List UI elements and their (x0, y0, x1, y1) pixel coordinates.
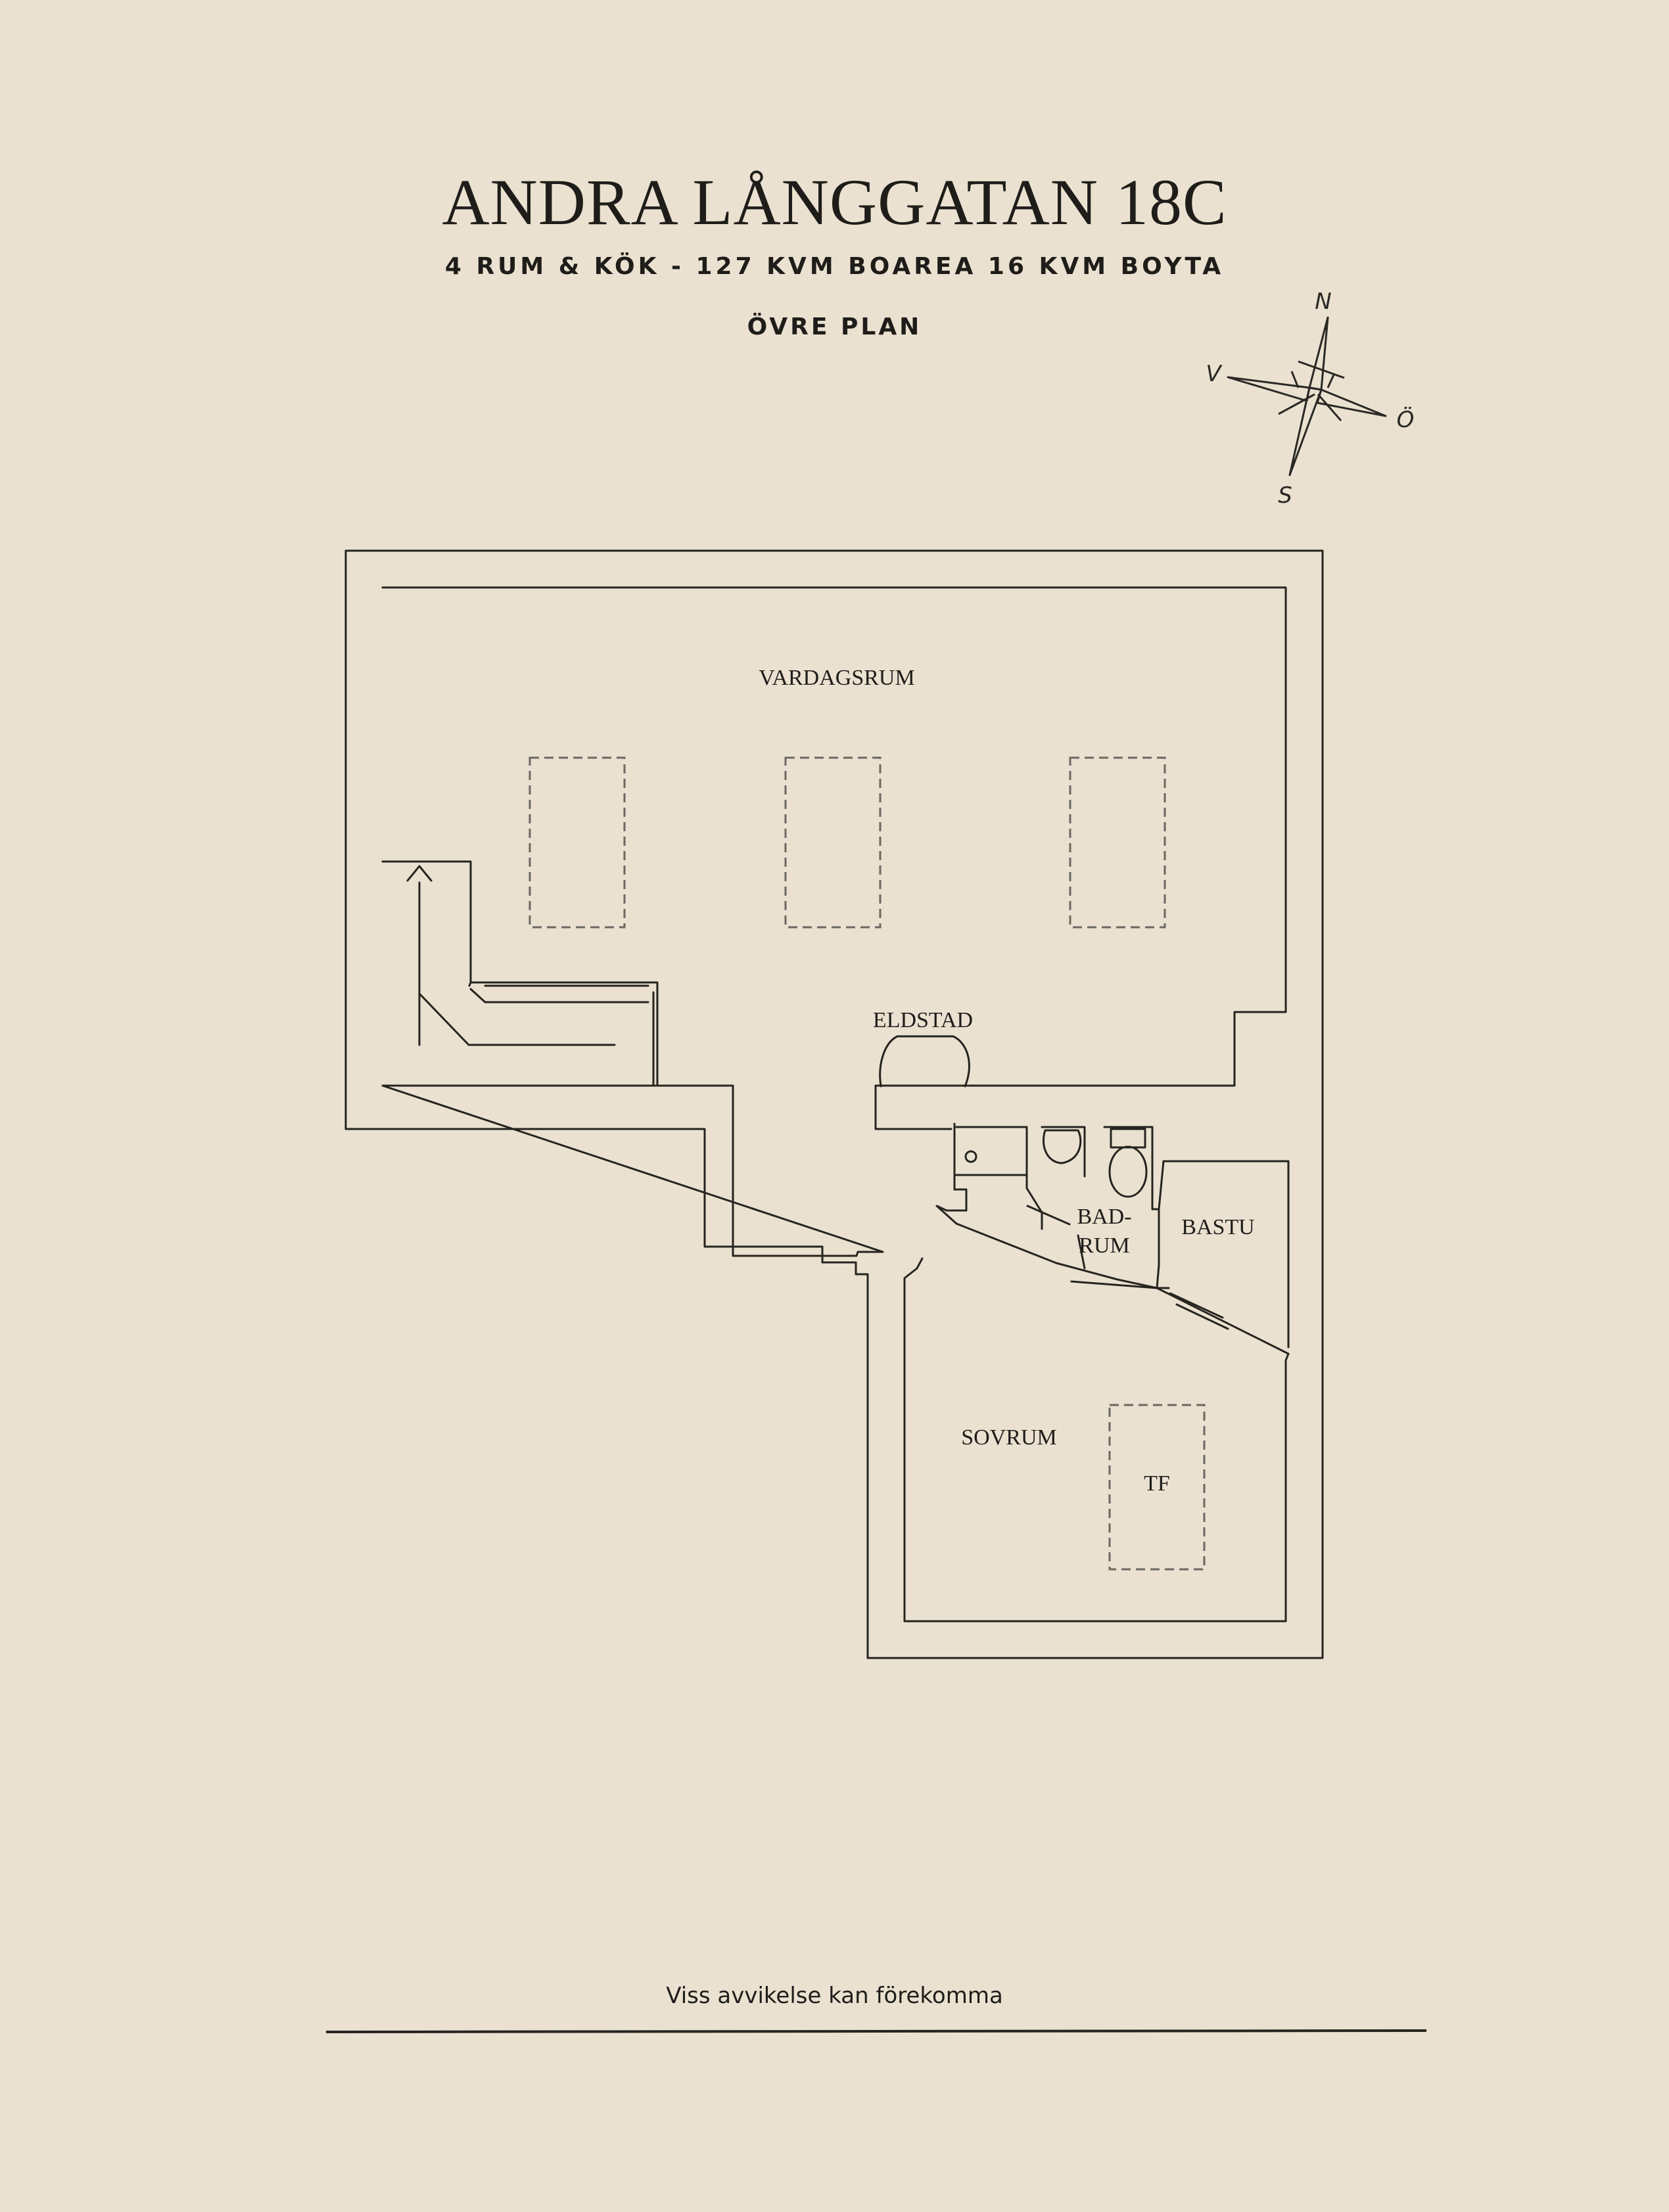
room-label-eldstad: ELDSTAD (873, 1008, 973, 1032)
compass-east-point (1316, 388, 1387, 417)
diagonal-window (1169, 1292, 1229, 1330)
skylight (784, 756, 882, 929)
compass-label-north: N (1315, 288, 1331, 315)
skylight (1108, 1404, 1206, 1571)
washbasin (1042, 1129, 1082, 1164)
compass-label-east: Ö (1397, 406, 1415, 433)
skylight (529, 756, 626, 929)
floor-label: ÖVRE PLAN (747, 313, 922, 340)
compass-label-west: V (1206, 361, 1223, 387)
room-label-bastu: BASTU (1181, 1215, 1254, 1239)
compass-west-point (1227, 376, 1311, 402)
room-label-badrum-2: RUM (1079, 1233, 1129, 1258)
compass-south-point (1288, 386, 1323, 476)
fireplace (879, 1035, 970, 1088)
room-label-sovrum: SOVRUM (961, 1425, 1056, 1450)
compass-diagonals (1278, 360, 1345, 421)
toilet-tank (1110, 1128, 1146, 1149)
room-label-tf: TF (1144, 1471, 1170, 1496)
compass-label-south: S (1278, 482, 1292, 509)
outer-wall (344, 549, 1324, 1659)
bathroom-walls (954, 1126, 1160, 1289)
inner-wall (381, 586, 1290, 1623)
sauna-walls (1156, 1160, 1290, 1348)
shower-drain (964, 1150, 977, 1163)
compass-rose (1227, 316, 1387, 476)
skylight (1069, 756, 1166, 929)
compass-north-point (1308, 316, 1329, 391)
toilet-bowl (1108, 1145, 1148, 1198)
disclaimer-text: Viss avvikelse kan förekomma (666, 1983, 1003, 2009)
apartment-summary: 4 RUM & KÖK - 127 KVM BOAREA 16 KVM BOYT… (444, 253, 1225, 280)
room-label-badrum-1: BAD- (1077, 1205, 1131, 1229)
page-title: ANDRA LÅNGGATAN 18C (442, 166, 1227, 239)
footer-rule (325, 2029, 1427, 2033)
staircase (381, 860, 659, 1087)
room-label-vardagsrum: VARDAGSRUM (759, 666, 914, 690)
